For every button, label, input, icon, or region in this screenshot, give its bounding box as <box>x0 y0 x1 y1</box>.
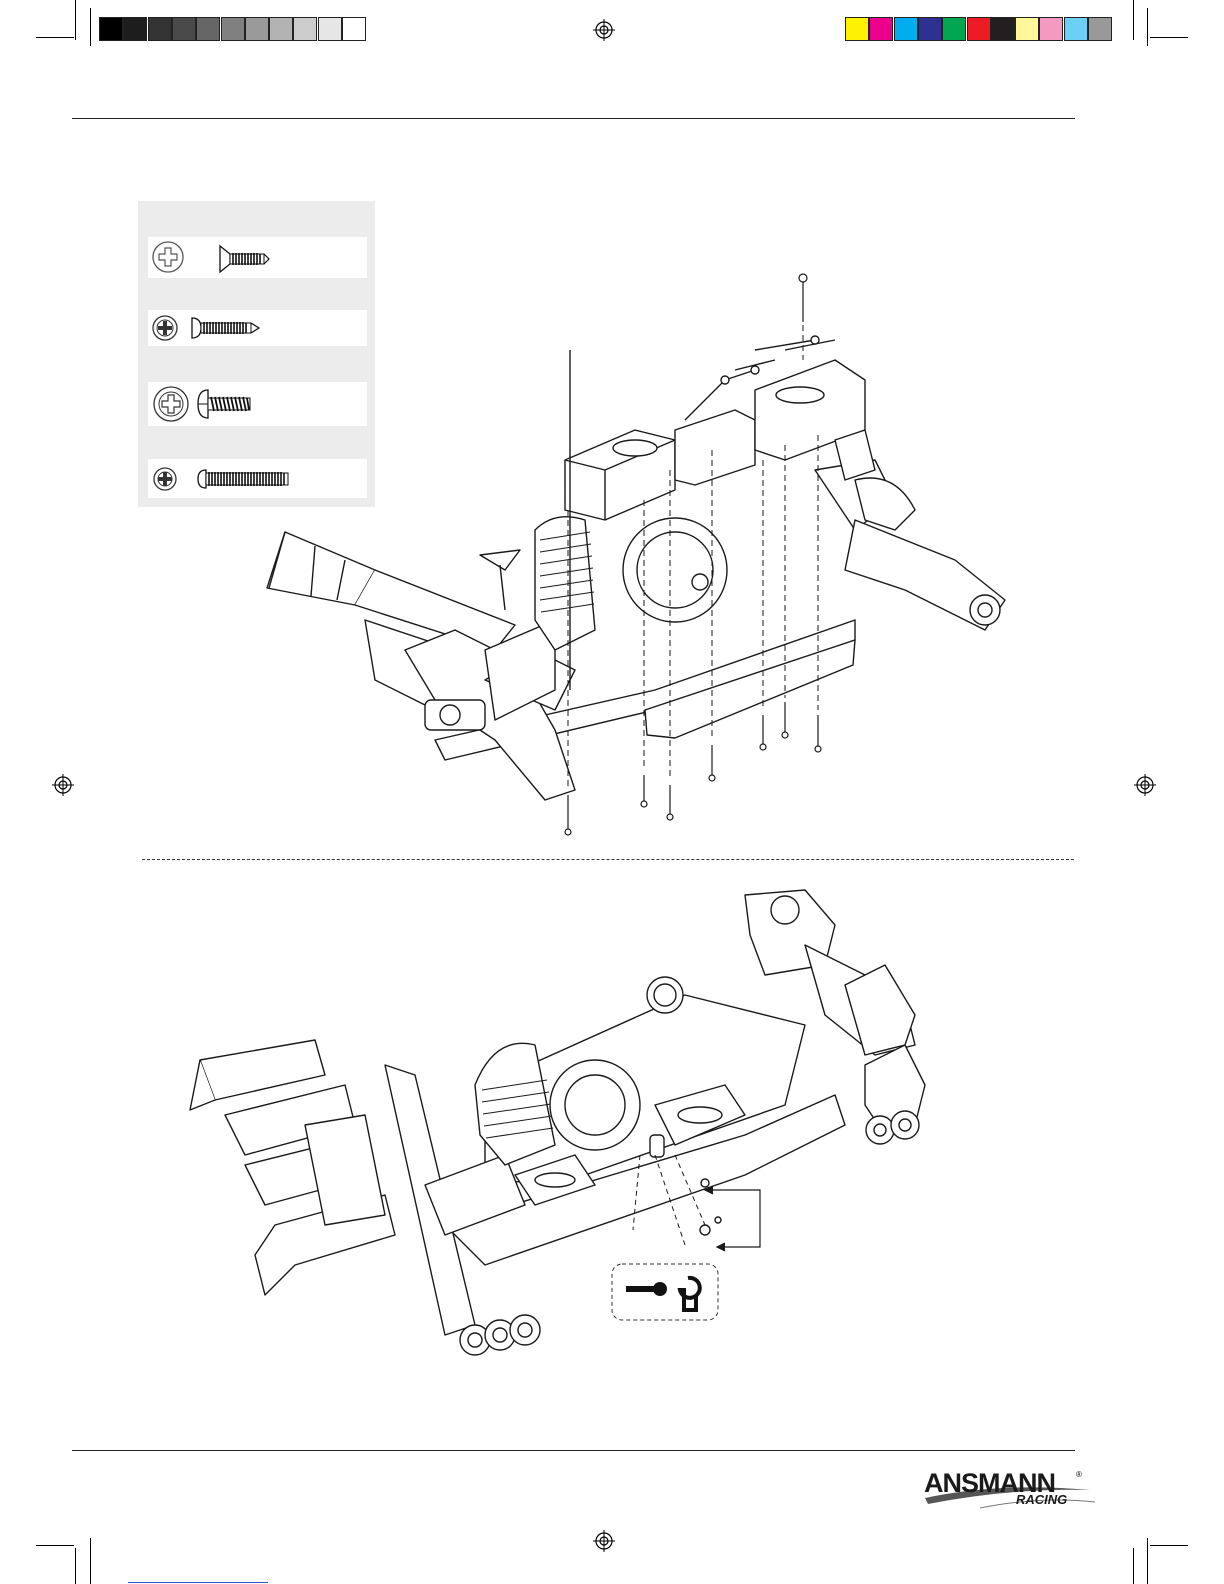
process-swatch <box>1064 17 1088 41</box>
process-swatch <box>967 17 991 41</box>
crop-mark <box>75 0 76 40</box>
gray-swatch <box>196 17 220 41</box>
crop-mark <box>90 8 91 46</box>
process-swatch <box>942 17 966 41</box>
gray-swatch <box>342 17 366 41</box>
gray-swatch <box>221 17 245 41</box>
bottom-link-underline <box>128 1582 268 1583</box>
process-swatch <box>1088 17 1112 41</box>
gray-swatch <box>245 17 269 41</box>
gray-swatch <box>318 17 342 41</box>
registration-mark-icon <box>1134 774 1156 796</box>
registration-mark-icon <box>593 19 615 41</box>
ansmann-racing-logo: ANSMANN RACING ® <box>920 1466 1095 1510</box>
crop-mark <box>90 1538 91 1584</box>
gray-swatch <box>148 17 172 41</box>
process-swatch <box>1039 17 1063 41</box>
crop-mark <box>36 1545 74 1546</box>
gray-swatch <box>123 17 147 41</box>
crop-mark <box>1133 0 1134 40</box>
crop-mark <box>1150 1545 1188 1546</box>
crop-mark <box>1133 1548 1134 1584</box>
chassis-exploded-view-icon <box>255 270 1025 845</box>
registration-mark-icon <box>593 1530 615 1552</box>
crop-mark <box>75 1548 76 1584</box>
crop-mark <box>1150 37 1188 38</box>
chassis-assembled-view-icon <box>185 885 935 1370</box>
process-swatch <box>991 17 1015 41</box>
section-divider <box>142 859 1074 860</box>
registered-mark: ® <box>1076 1470 1082 1479</box>
process-swatch <box>894 17 918 41</box>
gray-swatch <box>293 17 317 41</box>
process-swatch <box>1015 17 1039 41</box>
crop-mark <box>1147 8 1148 46</box>
registration-mark-icon <box>52 774 74 796</box>
gray-swatch <box>99 17 123 41</box>
process-swatch <box>869 17 893 41</box>
tool-callout-icon <box>610 1262 720 1322</box>
process-swatch <box>845 17 869 41</box>
gray-swatch <box>172 17 196 41</box>
crop-mark <box>36 37 74 38</box>
brand-sub: RACING <box>1016 1492 1067 1507</box>
process-swatch <box>918 17 942 41</box>
footer-rule <box>72 1450 1075 1451</box>
gray-swatch <box>269 17 293 41</box>
crop-mark <box>1147 1538 1148 1584</box>
header-rule <box>72 118 1075 119</box>
